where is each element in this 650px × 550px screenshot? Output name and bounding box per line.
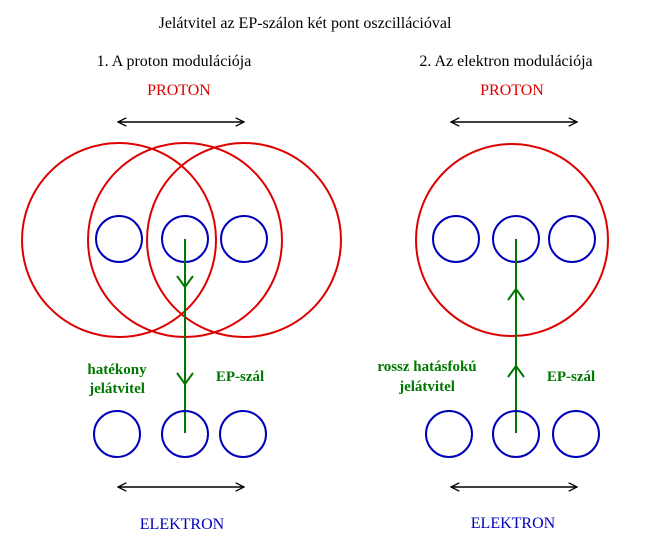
panel-2-lower-particles [425,410,600,458]
panel-1-transmission-label-line2: jelátvitel [88,381,145,397]
panel-2-fiber-label: EP-szál [547,369,595,385]
lower-particle-right [552,410,600,458]
panel-1-fiber-label: EP-szál [216,369,264,385]
panel-electron-modulation: 2. Az elektron modulációja PROTON rossz … [377,53,609,532]
panel-1-heading: 1. A proton modulációja [97,53,252,70]
panel-2-proton-circle [415,143,609,337]
upper-particle-right [220,215,268,263]
panel-2-heading: 2. Az elektron modulációja [419,53,592,70]
panel-proton-modulation: 1. A proton modulációja PROTON hatékony … [21,53,342,533]
panel-1-upper-particles [95,215,268,263]
panel-1-lower-particles [93,410,267,458]
panel-1-electron-label: ELEKTRON [140,516,225,533]
panel-2-fiber-arrow-upper [507,287,525,301]
panel-1-proton-label: PROTON [147,82,211,99]
lower-particle-center [161,410,209,458]
diagram-title: Jelátvitel az EP-szálon két pont oszcill… [159,15,452,32]
upper-particle-left [95,215,143,263]
panel-2-proton-label: PROTON [480,82,544,99]
panel-2-transmission-label-line2: jelátvitel [398,379,455,395]
proton-circle-right [146,142,342,338]
proton-circle-left [21,142,217,338]
lower-particle-center [492,410,540,458]
panel-1-proton-circles [21,142,342,338]
panel-2-transmission-label-line1: rossz hatásfokú [377,359,476,375]
panel-2-fiber-arrow-lower [507,364,525,378]
lower-particle-left [425,410,473,458]
upper-particle-left [432,215,480,263]
upper-particle-right [548,215,596,263]
lower-particle-left [93,410,141,458]
panel-1-fiber-arrow-upper [176,275,194,289]
panel-1-transmission-label-line1: hatékony [87,362,147,378]
panel-2-upper-particles [432,215,596,263]
lower-particle-right [219,410,267,458]
panel-2-electron-label: ELEKTRON [471,515,556,532]
panel-1-fiber-arrow-lower [176,372,194,386]
